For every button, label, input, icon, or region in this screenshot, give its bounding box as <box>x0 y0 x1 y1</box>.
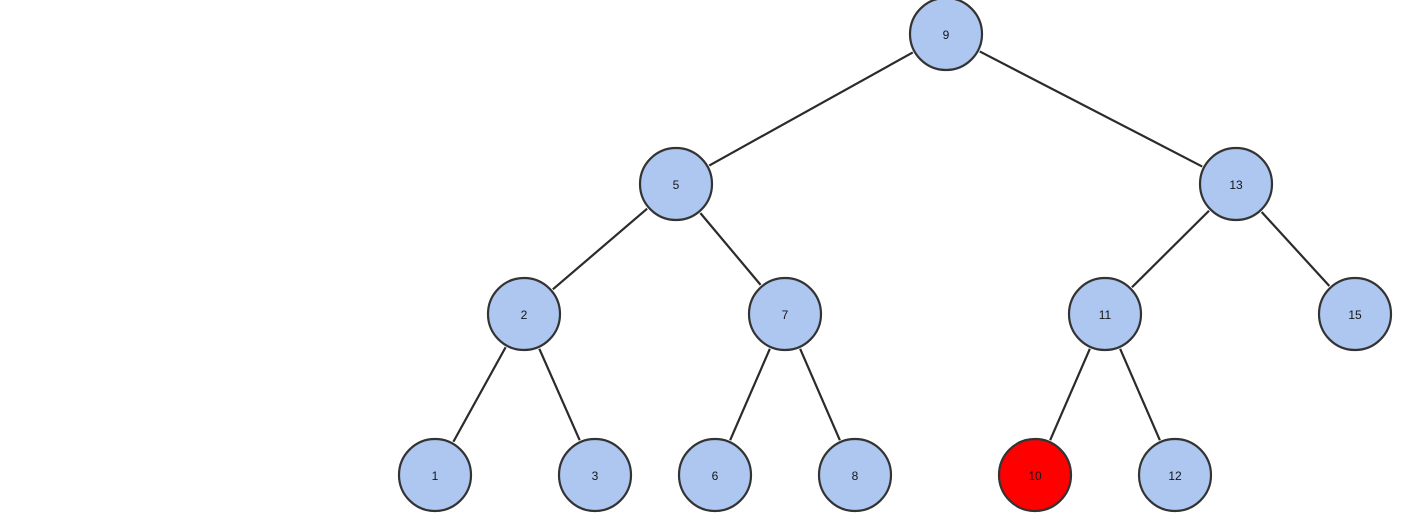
node-circle-3[interactable] <box>557 437 633 513</box>
tree-node-5[interactable]: 5 <box>638 146 714 222</box>
tree-edge-11-to-10 <box>1049 348 1091 441</box>
tree-edge-11-to-12 <box>1119 348 1161 441</box>
tree-node-7[interactable]: 7 <box>747 276 823 352</box>
tree-node-8[interactable]: 8 <box>817 437 893 513</box>
tree-node-3[interactable]: 3 <box>557 437 633 513</box>
node-circle-1[interactable] <box>397 437 473 513</box>
node-circle-11[interactable] <box>1067 276 1143 352</box>
node-circle-10-highlighted[interactable] <box>997 437 1073 513</box>
node-circle-2[interactable] <box>486 276 562 352</box>
tree-edge-13-to-15 <box>1260 211 1331 287</box>
tree-edge-2-to-1 <box>452 346 507 443</box>
tree-edge-7-to-6 <box>729 348 771 441</box>
node-circle-7[interactable] <box>747 276 823 352</box>
tree-node-9[interactable]: 9 <box>908 0 984 72</box>
tree-edge-9-to-13 <box>979 50 1203 168</box>
node-circle-9[interactable] <box>908 0 984 72</box>
tree-edge-9-to-5 <box>708 51 914 167</box>
tree-node-6[interactable]: 6 <box>677 437 753 513</box>
tree-node-13[interactable]: 13 <box>1198 146 1274 222</box>
tree-node-10[interactable]: 10 <box>997 437 1073 513</box>
node-circle-5[interactable] <box>638 146 714 222</box>
node-circle-8[interactable] <box>817 437 893 513</box>
node-circle-12[interactable] <box>1137 437 1213 513</box>
tree-node-11[interactable]: 11 <box>1067 276 1143 352</box>
tree-edge-7-to-8 <box>799 348 841 441</box>
tree-edge-5-to-7 <box>699 212 762 286</box>
node-circle-6[interactable] <box>677 437 753 513</box>
node-circle-13[interactable] <box>1198 146 1274 222</box>
tree-node-15[interactable]: 15 <box>1317 276 1393 352</box>
tree-edge-5-to-2 <box>552 207 648 291</box>
tree-node-12[interactable]: 12 <box>1137 437 1213 513</box>
node-circle-15[interactable] <box>1317 276 1393 352</box>
tree-edge-2-to-3 <box>538 348 581 441</box>
tree-edges-group <box>452 50 1331 443</box>
tree-edge-13-to-11 <box>1131 209 1210 289</box>
tree-node-1[interactable]: 1 <box>397 437 473 513</box>
tree-node-2[interactable]: 2 <box>486 276 562 352</box>
